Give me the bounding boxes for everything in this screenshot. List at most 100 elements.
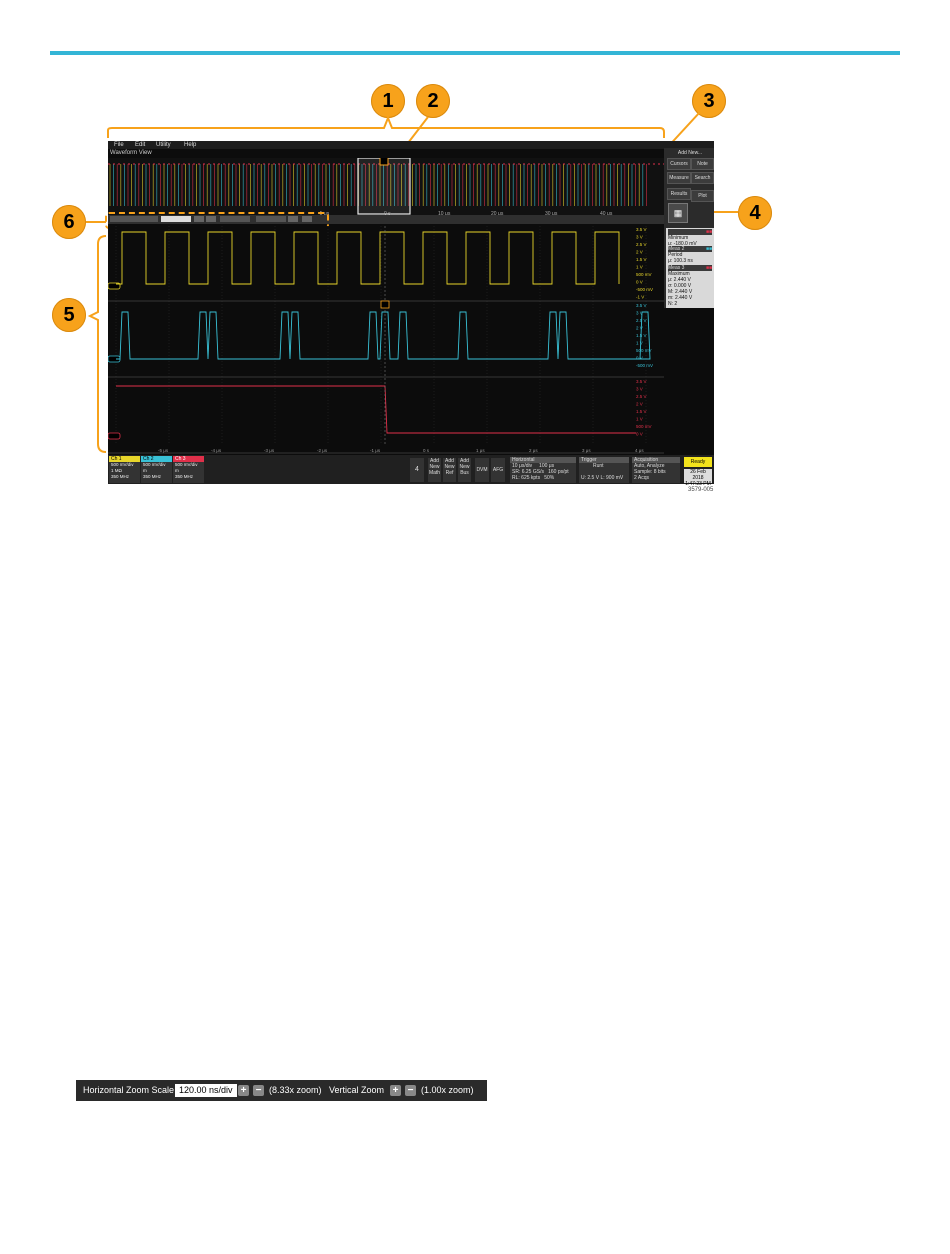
callout-4: 4 [738,196,772,230]
results-table-icon[interactable]: ▦ [668,203,688,223]
horizontal-zoom-scale-input[interactable]: 120.00 ns/div [175,1084,237,1097]
vertical-zoom-factor: (1.00x zoom) [421,1085,474,1095]
callout-1: 1 [371,84,405,118]
ch3-trace [116,385,636,434]
trigger-badge[interactable]: Trigger Runt U: 2.5 V L: 900 mV [579,457,629,483]
trigger-level-marker [380,300,390,309]
measurement-badge-1[interactable]: ■■ Minimum μ: -180.0 mV [666,228,714,248]
overview-time-label: 0 s [384,211,391,217]
vertical-scale-label: 2.5 V [636,394,647,399]
measurement-badge-3[interactable]: Meas 3■■ Maximum μ: 2.440 V σ: 0.000 V M… [666,264,714,308]
vertical-scale-label: 3.5 V [636,379,647,384]
zoom-time-label: -3 μs [264,448,275,453]
vertical-scale-label: 0 V [636,280,643,285]
zoom-time-label: 4 μs [635,448,644,453]
status-ready-indicator: Ready [684,457,712,467]
vertical-scale-label: 0 V [636,356,643,361]
menu-help[interactable]: Help [184,142,197,148]
overview-background [108,158,664,218]
measure-button[interactable]: Measure [667,172,691,184]
channel-ground-marker [108,282,121,290]
callout-6: 6 [52,205,86,239]
vertical-scale-label: 2 V [636,250,643,255]
measurement-badge-2[interactable]: Meas 2■■ Period μ: 100.3 ns [666,245,714,265]
overview-time-label: 40 μs [600,211,613,217]
cursors-button[interactable]: Cursors [667,158,691,170]
horizontal-badge[interactable]: Horizontal 10 μs/div 100 μs SR: 6.25 GS/… [510,457,576,483]
vertical-scale-label: 1.5 V [636,257,647,262]
horizontal-zoom-out-button[interactable]: − [253,1085,264,1096]
zoom-window-box [357,158,411,215]
overview-waveform[interactable]: -5 μs 0 s 10 μs 20 μs 30 μs 40 μs [108,158,664,218]
menu-edit[interactable]: Edit [135,142,146,148]
overview-time-label: -5 μs [318,211,330,217]
callout-5: 5 [52,298,86,332]
zoom-time-label: -5 μs [158,448,169,453]
menu-bar: File Edit Utility Help [108,141,714,149]
vertical-scale-label: 3.5 V [636,303,647,308]
figure-id: 3579-005 [688,487,714,493]
vertical-scale-label: 3 V [636,235,643,240]
vertical-scale-label: 3 V [636,387,643,392]
add-new-math-button[interactable]: Add New Math [428,458,441,482]
vertical-scale-label: 500 mV [636,424,652,429]
vertical-scale-label: -1 V [636,295,644,300]
vertical-scale-label: 2.5 V [636,242,647,247]
vertical-scale-label: 500 mV [636,272,652,277]
ch2-badge[interactable]: Ch 2 500 mV/div m 350 MHz [141,456,172,483]
vertical-zoom-label: Vertical Zoom [329,1085,385,1095]
vertical-scale-label: 1 V [636,265,643,270]
ch1-trace [116,231,620,285]
overview-time-label: 20 μs [491,211,504,217]
zoom-strip-detail: Horizontal Zoom Scale 120.00 ns/div + − … [76,1080,487,1101]
vertical-scale-label: 500 mV [636,348,652,353]
vertical-scale-label: 1.5 V [636,409,647,414]
zoom-time-label: 1 μs [476,448,485,453]
horizontal-zoom-in-button[interactable]: + [238,1085,249,1096]
zoom-time-label: -1 μs [370,448,381,453]
vertical-scale-label: 1 V [636,417,643,422]
date-time-display: 26 Feb 2018 1:47:23 PM [684,469,712,487]
vertical-zoom-out-button[interactable]: − [405,1085,416,1096]
vertical-scale-label: 1 V [636,341,643,346]
menu-utility[interactable]: Utility [156,142,171,148]
dvm-button[interactable]: DVM [475,458,489,482]
acquisition-badge[interactable]: Acquisition Auto, Analyze Sample: 8 bits… [632,457,680,483]
add-new-bus-button[interactable]: Add New Bus [458,458,471,482]
vertical-scale-label: 2 V [636,326,643,331]
vertical-scale-label: 3 V [636,311,643,316]
vertical-zoom-in-button[interactable]: + [390,1085,401,1096]
vertical-scale-label: 2 V [636,402,643,407]
ch3-badge[interactable]: Ch 3 500 mV/div m 350 MHz [173,456,204,483]
note-button[interactable]: Note [691,158,714,170]
search-button[interactable]: Search [691,172,714,184]
horizontal-zoom-factor: (8.33x zoom) [269,1085,322,1095]
ch1-badge[interactable]: Ch 1 500 mV/div 1 MΩ 350 MHz [109,456,140,483]
ch2-trace [116,311,651,360]
trigger-marker [379,158,389,166]
waveform-view-title: Waveform View [110,150,152,156]
add-new-label: Add New... [670,149,710,157]
horizontal-zoom-label: Horizontal Zoom Scale [83,1085,175,1095]
menu-file[interactable]: File [114,142,124,148]
overview-time-label: 30 μs [545,211,558,217]
zoom-time-label: 2 μs [529,448,538,453]
vertical-scale-label: -500 mV [636,287,653,292]
vertical-scale-label: 3.5 V [636,227,647,232]
plot-button[interactable]: Plot [691,190,714,202]
zoom-time-label: -4 μs [211,448,222,453]
top-accent-rule [50,51,900,55]
callout-2: 2 [416,84,450,118]
channel-count-button[interactable]: 4 [410,458,424,482]
vertical-scale-label: -500 mV [636,363,653,368]
afg-button[interactable]: AFG [491,458,505,482]
vertical-scale-label: 0 V [636,432,643,437]
results-button[interactable]: Results [667,188,691,200]
callout-3: 3 [692,84,726,118]
overview-time-label: 10 μs [438,211,451,217]
zoom-time-label: 0 s [423,448,430,453]
add-new-ref-button[interactable]: Add New Ref [443,458,456,482]
zoom-time-label: 3 μs [582,448,591,453]
zoomed-waveform-area[interactable]: 3.5 V 3 V 2.5 V 2 V 1.5 V 1 V 500 mV 0 V -500 mV… [108,226,664,454]
zoom-time-label: -2 μs [317,448,328,453]
